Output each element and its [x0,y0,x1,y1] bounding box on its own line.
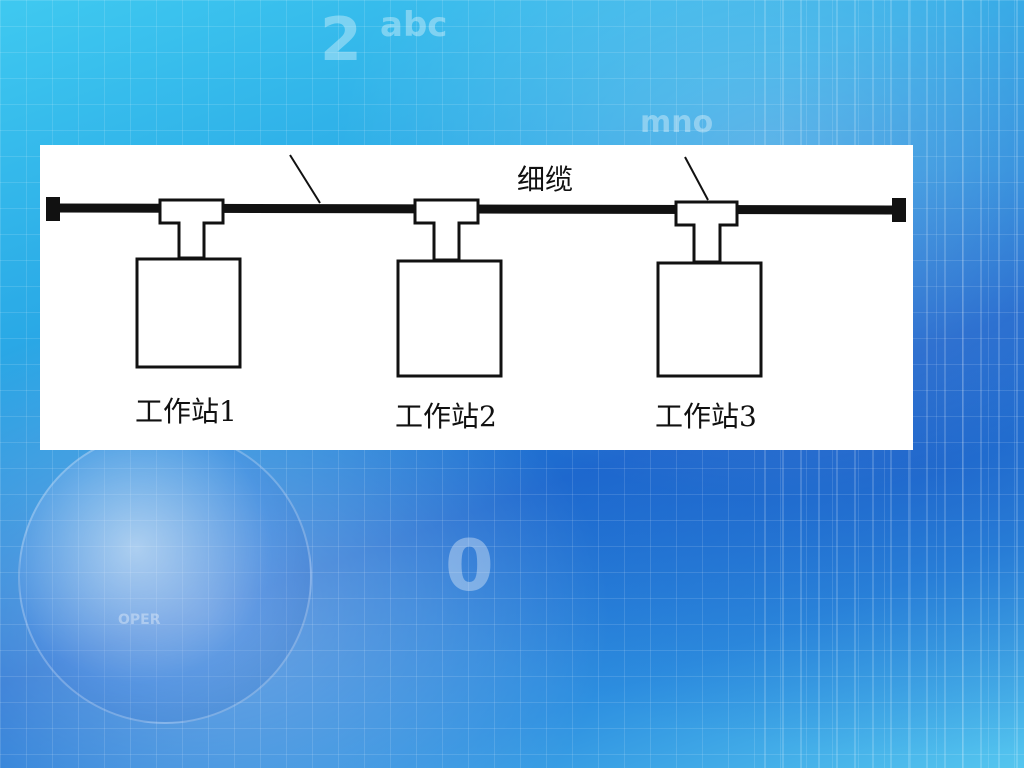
workstation-3-label: 工作站3 [655,400,757,433]
workstation-3-node [656,200,763,378]
workstation-1-label: 工作站1 [135,395,237,428]
keypad-glyph-2: 2 [320,5,362,75]
workstation-2-node [396,198,503,378]
workstation-3-box [656,261,763,378]
terminator-left [46,197,60,221]
t-connector-2 [413,198,480,262]
cable-pointer-line-right [684,156,709,201]
network-diagram-panel: 细缆 工作站1 工作站2 工作站3 [40,145,913,450]
workstation-1-node [135,198,242,369]
globe-decoration [18,430,312,724]
terminator-right [892,198,906,222]
t-connector-1 [158,198,225,260]
workstation-2-label: 工作站2 [395,400,497,433]
cable-pointer-line-left [289,154,321,204]
keypad-glyph-0: 0 [445,525,494,607]
keypad-glyph-oper: OPER [118,612,161,628]
bus-topology-diagram [46,154,906,378]
workstation-2-box [396,259,503,378]
cable-label: 细缆 [517,163,574,196]
t-connector-3 [674,200,739,264]
workstation-1-box [135,257,242,369]
keypad-glyph-abc: abc [380,5,448,45]
keypad-glyph-mno: mno [640,105,714,140]
